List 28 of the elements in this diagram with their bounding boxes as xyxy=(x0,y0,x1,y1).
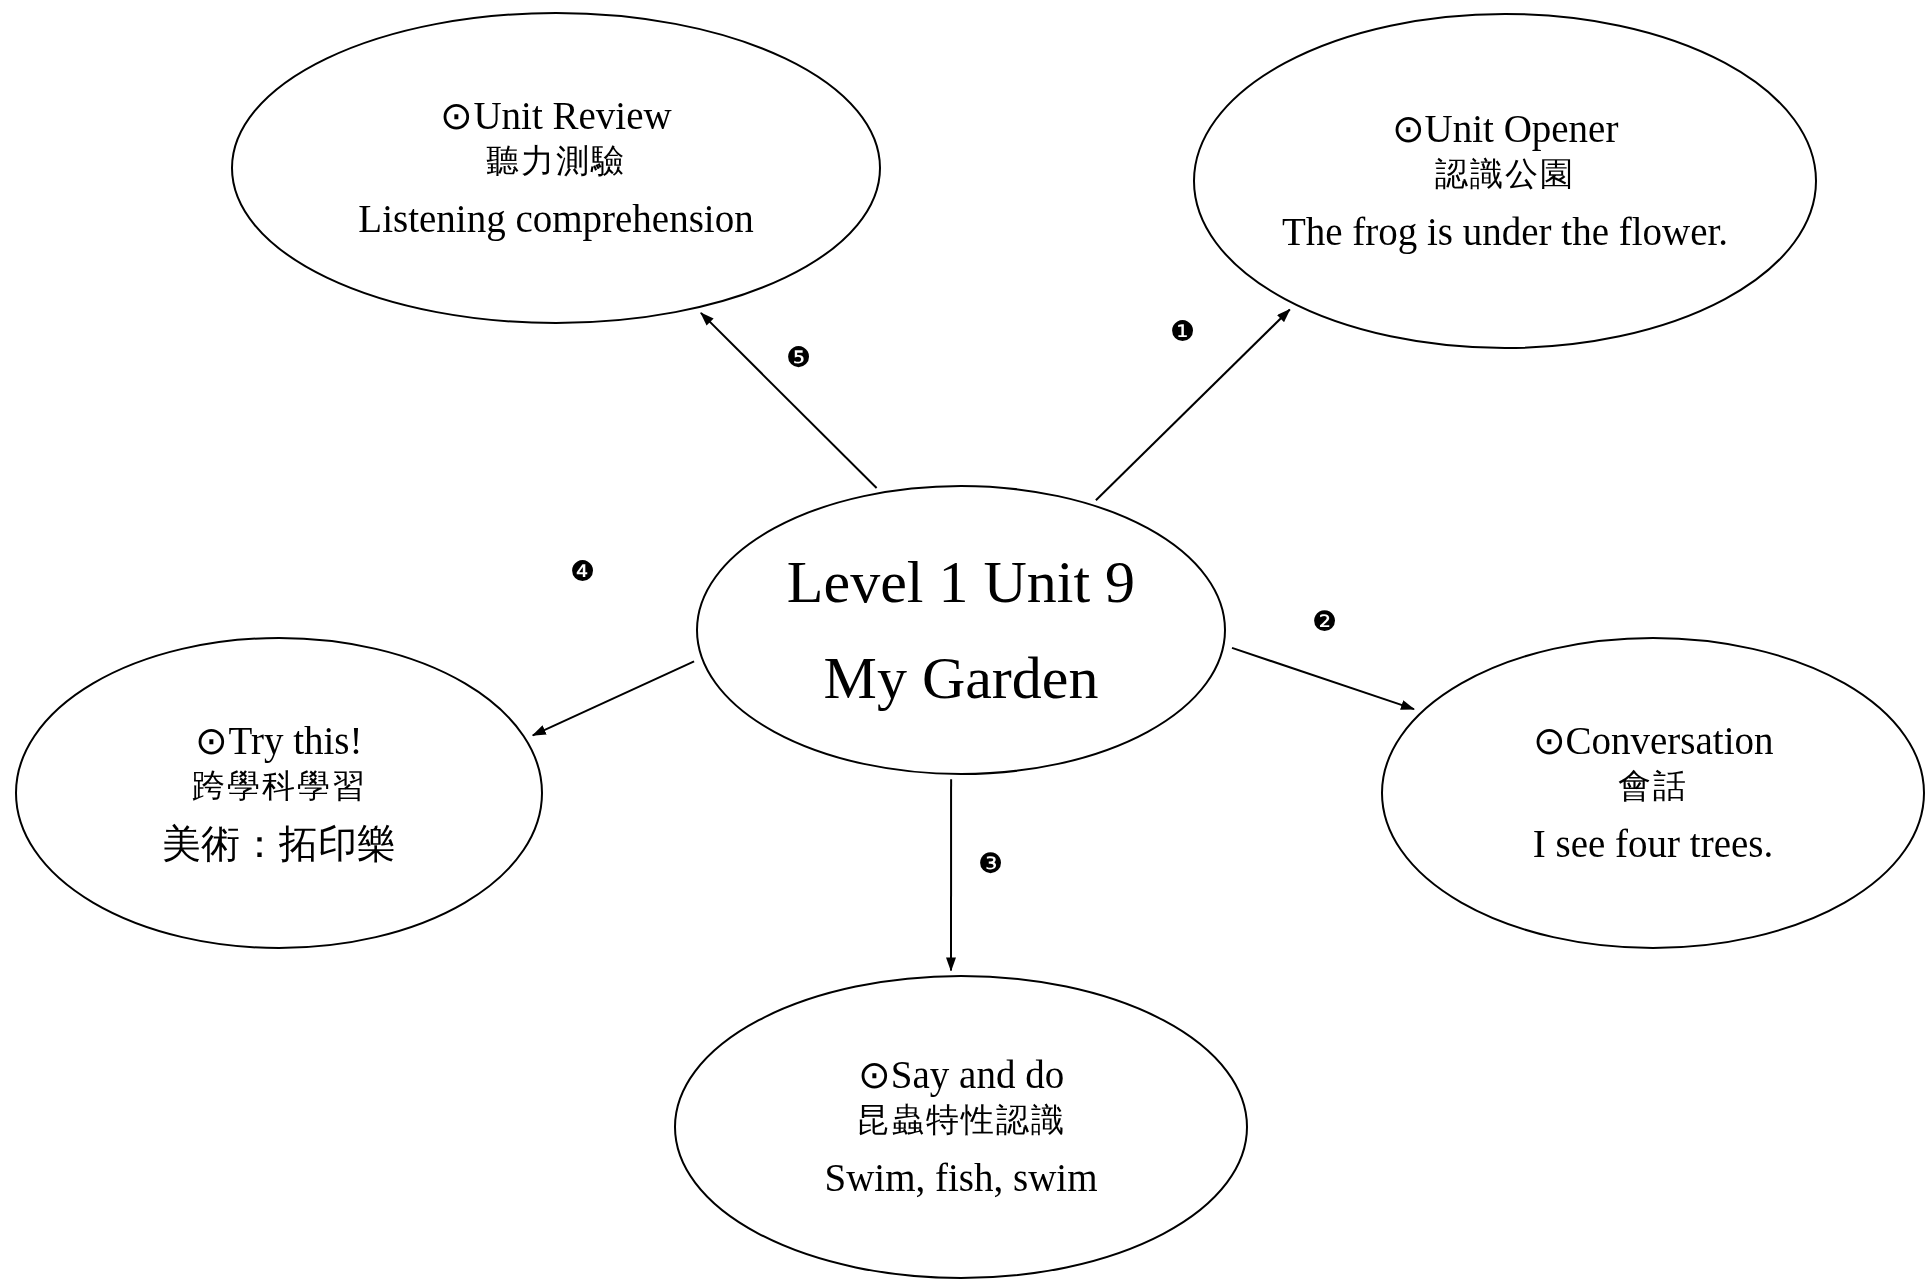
chinese-subtitle: 跨學科學習 xyxy=(191,764,367,807)
chinese-subtitle: 昆蟲特性認識 xyxy=(856,1098,1066,1141)
arrow xyxy=(1231,646,1415,711)
arrow xyxy=(531,660,696,737)
example-text: Listening comprehension xyxy=(358,196,754,243)
topic-ellipse xyxy=(696,485,1226,775)
title-text: My Garden xyxy=(823,644,1099,713)
example-text: 美術：拓印樂 xyxy=(162,821,396,868)
example-text: The frog is under the flower. xyxy=(1281,209,1729,256)
section-heading: ⊙Unit Review xyxy=(440,92,672,139)
topic-ellipse xyxy=(15,637,543,949)
topic-ellipse xyxy=(1381,637,1925,949)
title-text: Level 1 Unit 9 xyxy=(786,548,1136,617)
topic-ellipse xyxy=(1193,13,1817,349)
arrow xyxy=(699,311,878,489)
topic-ellipse xyxy=(674,975,1248,1279)
section-heading: ⊙Unit Opener xyxy=(1391,105,1619,153)
arrow xyxy=(946,778,956,972)
example-text: I see four trees. xyxy=(1532,821,1774,868)
chinese-subtitle: 會話 xyxy=(1618,764,1688,807)
chinese-subtitle: 聽力測驗 xyxy=(486,139,626,182)
topic-ellipse xyxy=(231,12,881,324)
chinese-subtitle: 認識公園 xyxy=(1435,152,1575,195)
section-heading: ⊙Say and do xyxy=(857,1051,1065,1099)
arrow xyxy=(1094,308,1291,502)
section-heading: ⊙Conversation xyxy=(1532,717,1774,764)
example-text: Swim, fish, swim xyxy=(824,1155,1098,1202)
section-heading: ⊙Try this! xyxy=(195,717,363,765)
